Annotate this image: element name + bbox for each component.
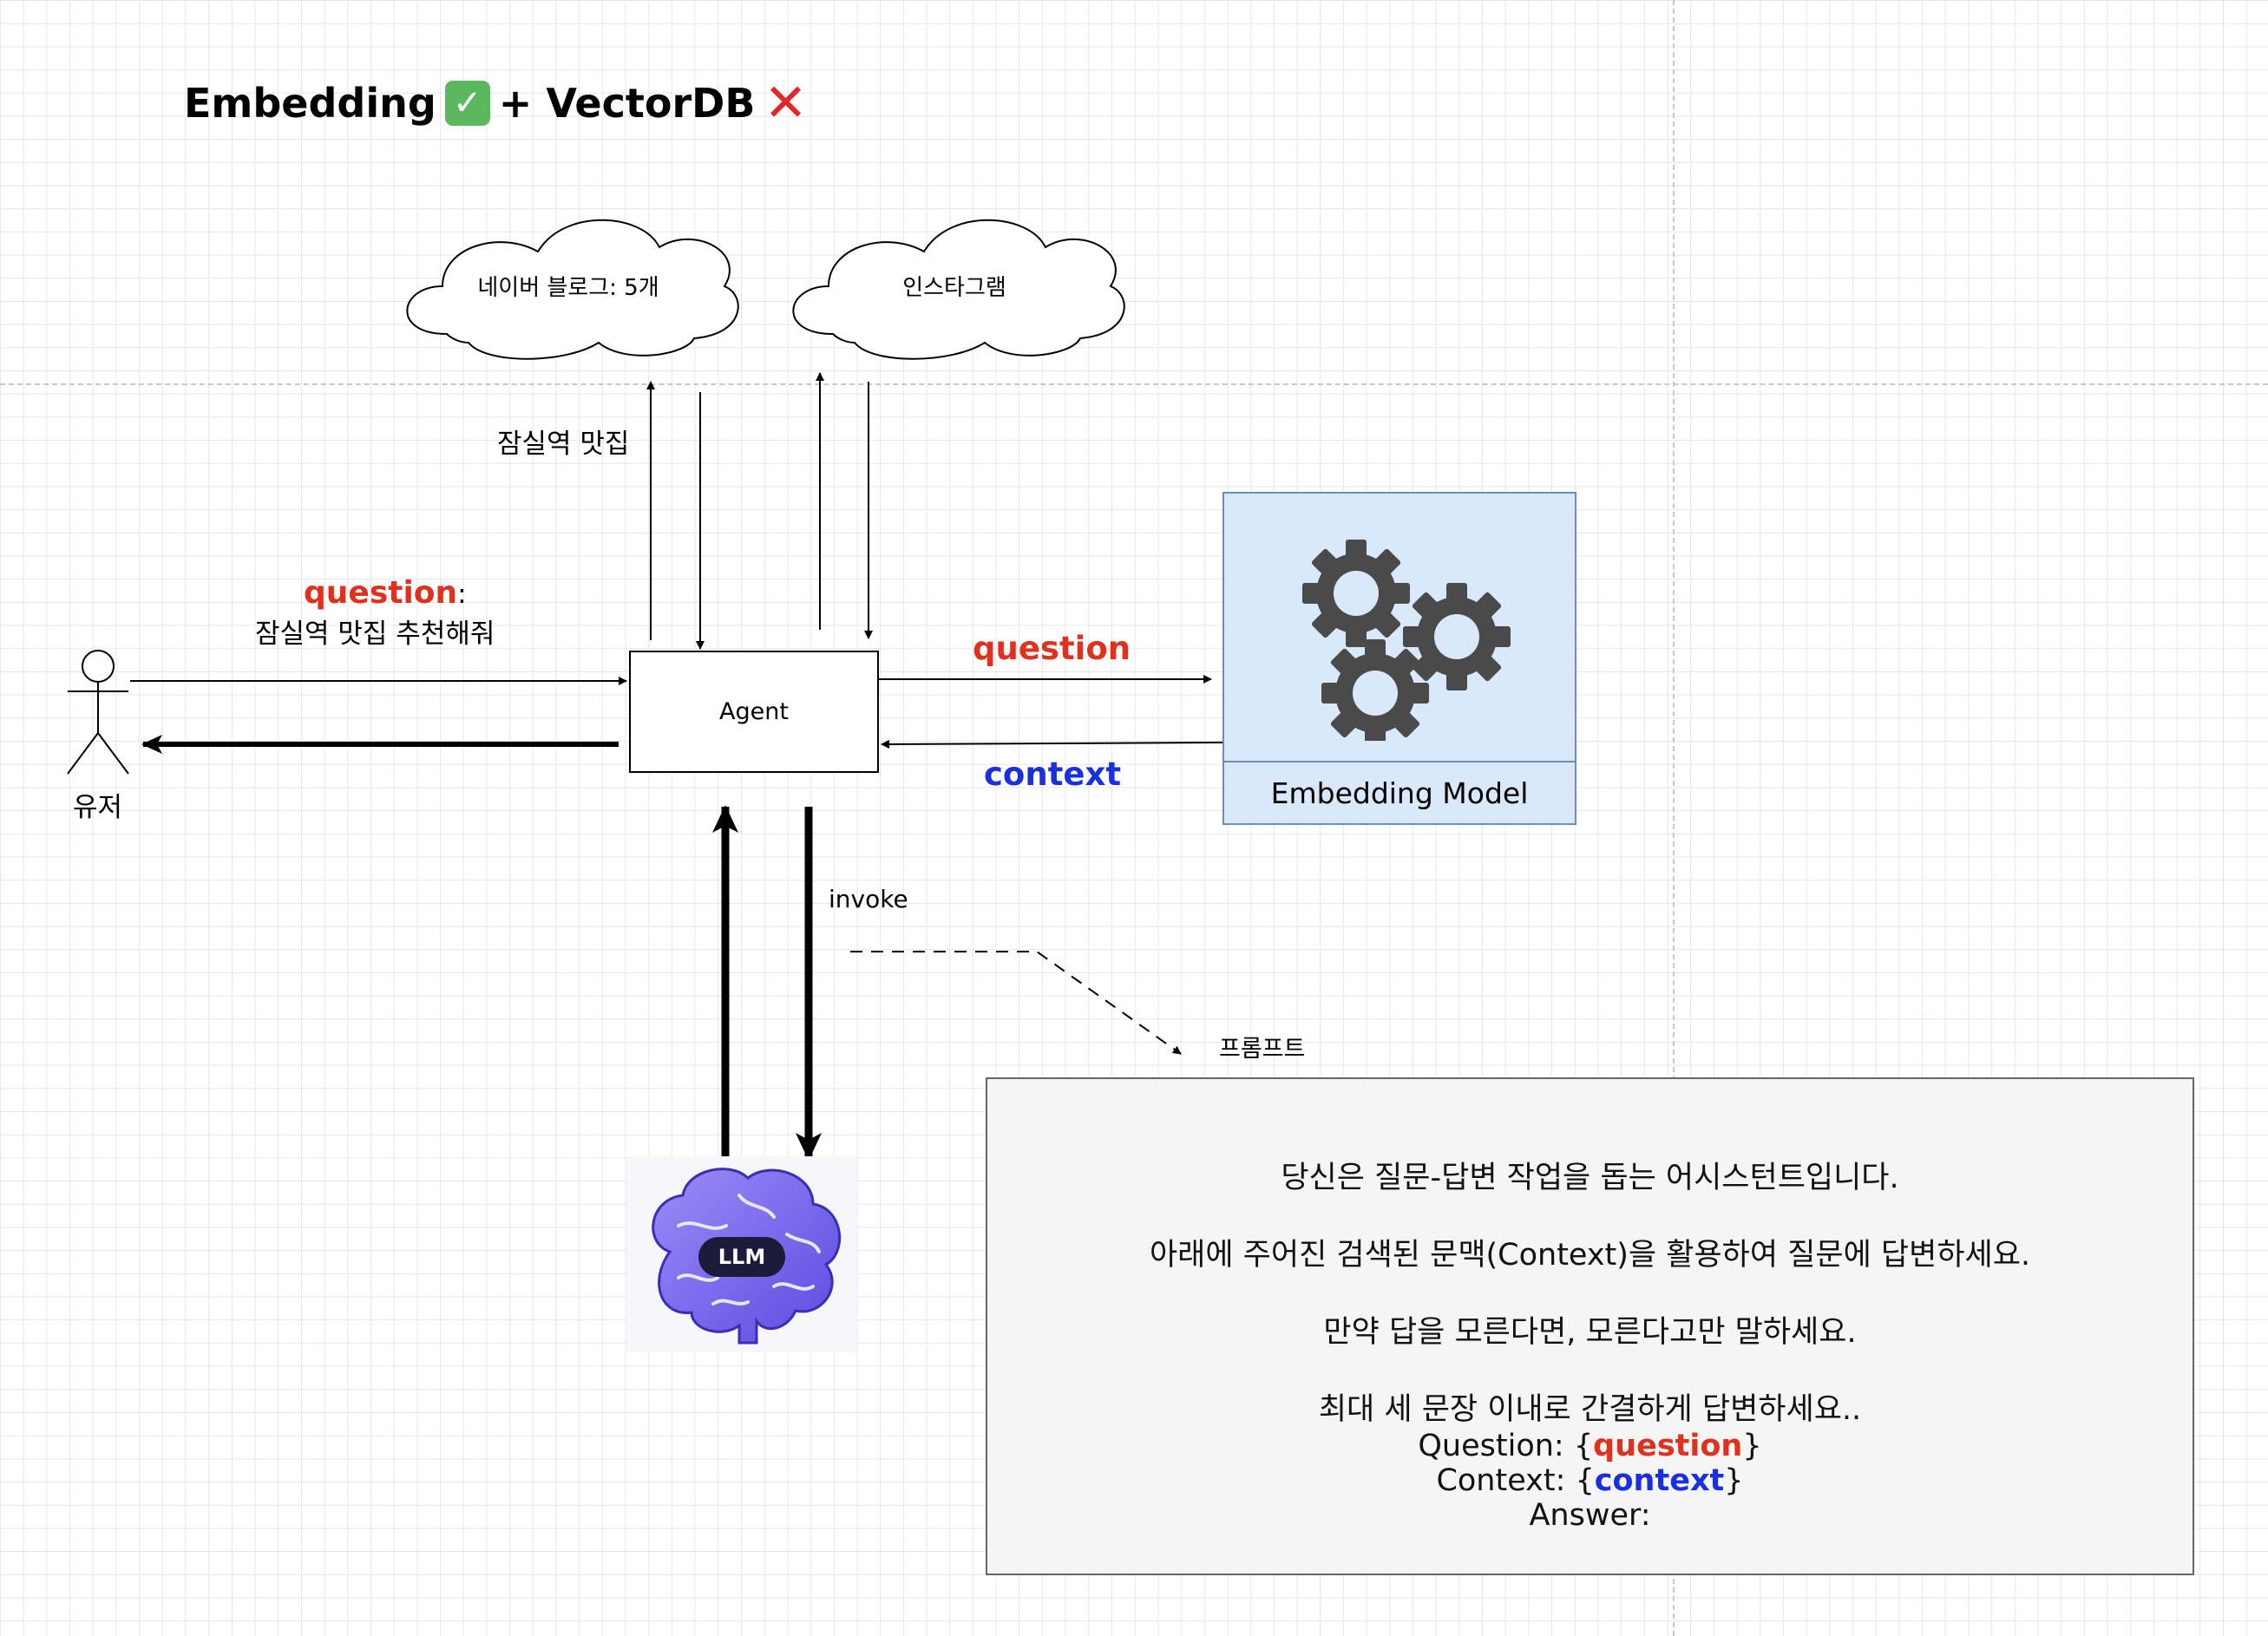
prompt-line-1: 당신은 질문-답변 작업을 돕는 어시스턴트입니다. [1281, 1161, 1899, 1195]
page-break-horizontal [0, 383, 2268, 385]
prompt-answer-line: Answer: [1529, 1498, 1651, 1533]
embedding-context-label: context [984, 756, 1122, 793]
prompt-template-box: 당신은 질문-답변 작업을 돕는 어시스턴트입니다. 아래에 주어진 검색된 문… [986, 1077, 2194, 1575]
prompt-context-line: Context: {context} [987, 1463, 2193, 1498]
cross-mark-icon: ✕ [764, 73, 808, 134]
prompt-line-2: 아래에 주어진 검색된 문맥(Context)을 활용하여 질문에 답변하세요. [1149, 1238, 2031, 1273]
search-query-label: 잠실역 맛집 [497, 429, 630, 460]
dashed-invoke-to-prompt [850, 951, 1182, 1055]
embedding-model-node: Embedding Model [1222, 492, 1576, 825]
prompt-context-var: context [1594, 1463, 1725, 1498]
prompt-question-var: question [1593, 1429, 1743, 1463]
embedding-question-label: question [973, 630, 1131, 667]
llm-node: LLM [626, 1156, 857, 1352]
brain-icon: LLM [626, 1156, 857, 1352]
user-actor-icon [67, 650, 129, 775]
prompt-context-suffix: } [1724, 1463, 1744, 1498]
user-actor-label: 유저 [73, 792, 123, 823]
check-mark-button-icon: ✓ [444, 81, 490, 126]
diagram-title: Embedding ✓ + VectorDB ✕ [184, 73, 808, 134]
prompt-question-prefix: Question: { [1418, 1429, 1594, 1463]
prompt-context-prefix: Context: { [1436, 1463, 1595, 1498]
question-colon: : [457, 579, 467, 610]
cloud-instagram-label: 인스타그램 [902, 275, 1006, 301]
agent-node: Agent [629, 651, 879, 773]
prompt-line-4: 최대 세 문장 이내로 간결하게 답변하세요.. [1318, 1392, 1862, 1427]
cloud-naver-blog [406, 219, 739, 360]
prompt-question-suffix: } [1742, 1429, 1762, 1463]
agent-label: Agent [719, 698, 789, 725]
arrow-embedding-to-agent [881, 739, 1223, 749]
invoke-label: invoke [829, 885, 908, 913]
title-embedding-text: Embedding [184, 80, 436, 127]
embedding-model-label: Embedding Model [1224, 761, 1575, 823]
prompt-label: 프롬프트 [1219, 1036, 1306, 1063]
gears-icon [1302, 540, 1511, 741]
cloud-instagram [792, 219, 1125, 360]
prompt-line-3: 만약 답을 모른다면, 모른다고만 말하세요. [1323, 1315, 1857, 1350]
llm-badge-text: LLM [718, 1245, 765, 1269]
user-question-text: 잠실역 맛집 추천해줘 [255, 618, 495, 650]
prompt-question-line: Question: {question} [987, 1429, 2193, 1463]
cloud-naver-blog-label: 네이버 블로그: 5개 [477, 275, 659, 301]
user-question-key: question: [304, 575, 467, 611]
question-keyword: question [304, 575, 458, 611]
page-break-vertical [1673, 0, 1675, 1636]
title-vectordb-text: + VectorDB [498, 80, 756, 127]
